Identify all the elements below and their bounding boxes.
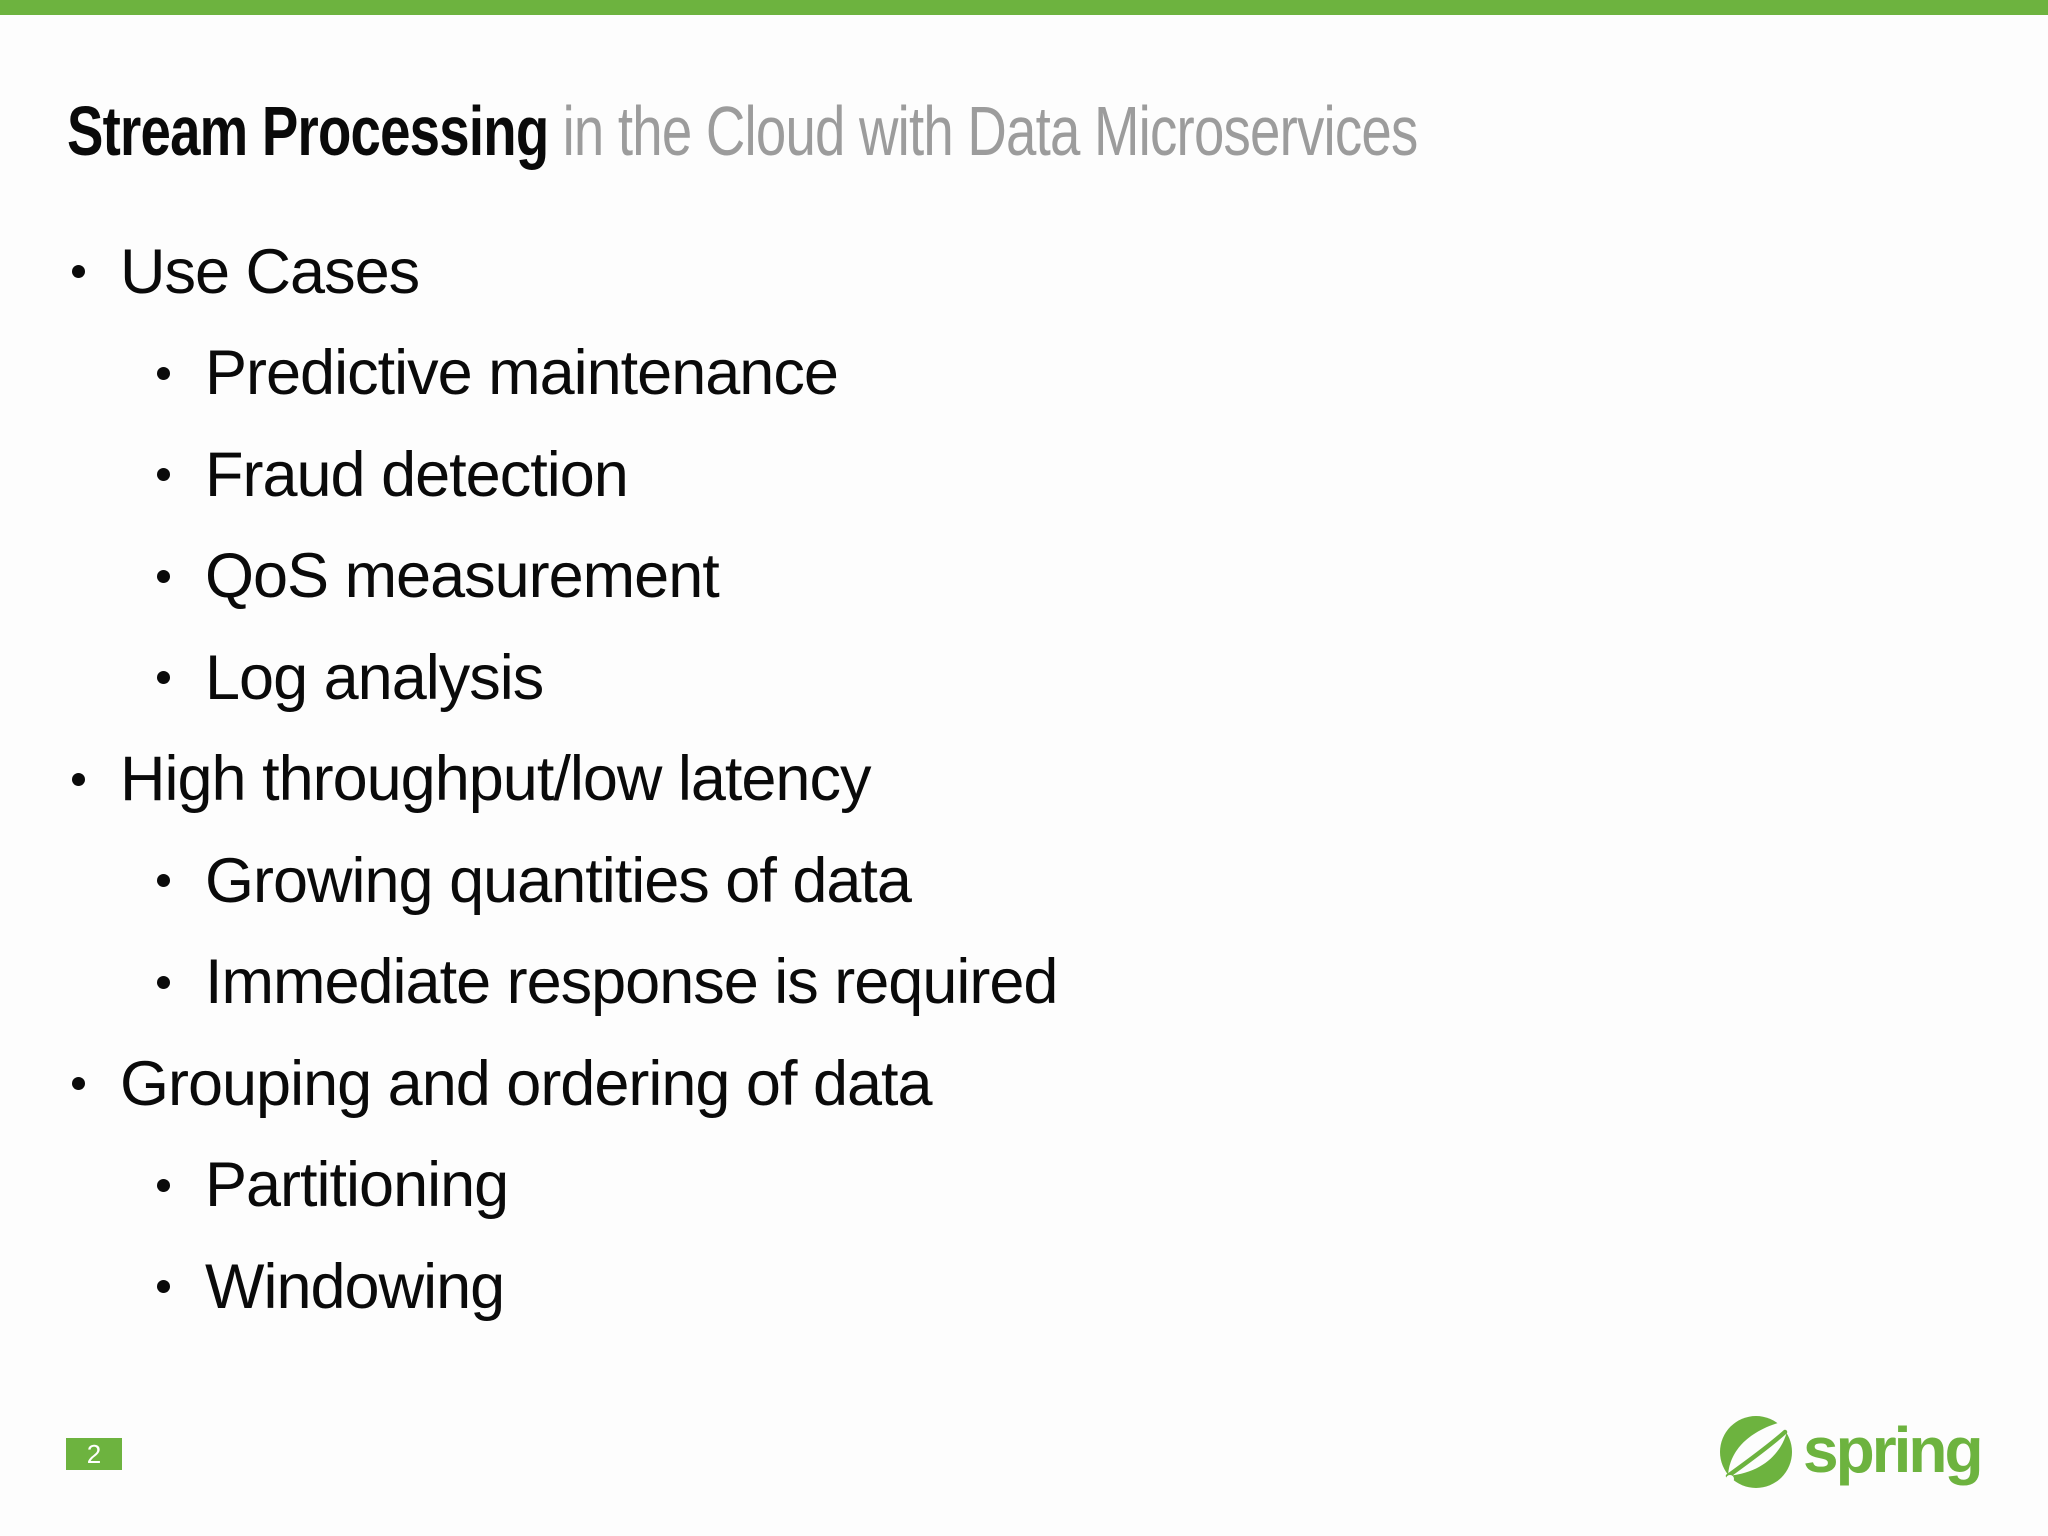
bullet-item-level-2: Log analysis [0,627,1057,729]
bullet-text: Immediate response is required [205,947,1058,1018]
spring-logo: spring [1715,1410,2045,1500]
bullet-text: Grouping and ordering of data [120,1048,933,1119]
spring-wordmark: spring [1803,1414,1981,1486]
top-accent-bar [0,0,2048,15]
bullet-text: QoS measurement [205,541,720,612]
bullet-item-level-2: Growing quantities of data [0,830,1057,932]
bullet-item-level-2: Predictive maintenance [0,323,1057,425]
bullet-item-level-1: Use Cases [0,221,1057,323]
page-number: 2 [86,1438,102,1469]
bullet-dot-icon [157,671,170,685]
bullet-dot-icon [157,874,170,888]
spring-leaf-icon: spring [1720,1414,1984,1488]
bullet-item-level-1: High throughput/low latency [0,729,1057,831]
bullet-text: Use Cases [120,236,420,307]
page-number-badge: 2 [66,1438,122,1470]
bullet-dot-icon [157,468,170,482]
bullet-item-level-2: Partitioning [0,1135,1057,1237]
bullet-text: Windowing [205,1251,505,1322]
bullet-item-level-2: Immediate response is required [0,932,1058,1034]
bullet-text: Fraud detection [205,439,629,510]
bullet-text: Predictive maintenance [205,338,839,409]
bullet-dot-icon [72,1077,85,1091]
bullet-item-level-2: QoS measurement [0,526,1057,628]
bullet-text: High throughput/low latency [120,744,871,815]
bullet-item-level-2: Fraud detection [0,424,1057,526]
title-emphasis: Stream Processing [67,92,549,170]
bullet-dot-icon [157,1178,170,1192]
bullet-item-level-1: Grouping and ordering of data [0,1033,1057,1135]
bullet-dot-icon [72,265,85,279]
bullet-text: Partitioning [205,1150,509,1221]
bullet-item-level-2: Windowing [0,1236,1057,1338]
title-subtitle: in the Cloud with Data Microservices [562,92,1419,170]
bullet-text: Log analysis [205,642,544,713]
bullet-text: Growing quantities of data [205,845,912,916]
bullet-dot-icon [72,772,85,786]
bullet-dot-icon [157,569,170,583]
bullet-dot-icon [157,1280,170,1294]
bullet-dot-icon [157,975,170,989]
bullet-dot-icon [157,366,170,380]
